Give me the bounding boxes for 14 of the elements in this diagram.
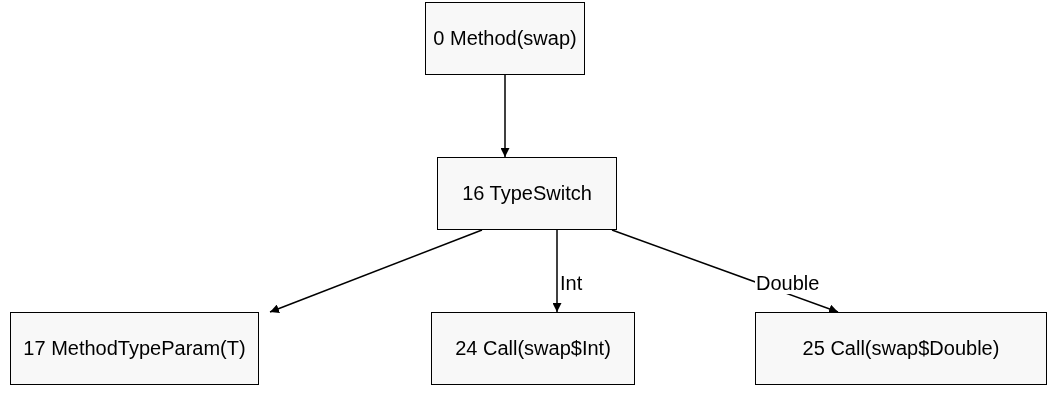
arrow [552,229,562,313]
arrow [269,229,483,313]
process-box [425,2,585,75]
arrow [500,74,510,158]
process-box [10,312,259,385]
node-label: 16 TypeSwitch [462,182,592,205]
process-box [755,312,1047,385]
node-label: 24 Call(swap$Int) [455,337,611,360]
node-label: 17 MethodTypeParam(T) [23,337,246,360]
node-label: 0 Method(swap) [433,27,577,50]
node-label: 25 Call(swap$Double) [802,337,1000,360]
process-box [437,157,617,230]
edge-label: Double [755,272,821,294]
process-box [431,312,635,385]
